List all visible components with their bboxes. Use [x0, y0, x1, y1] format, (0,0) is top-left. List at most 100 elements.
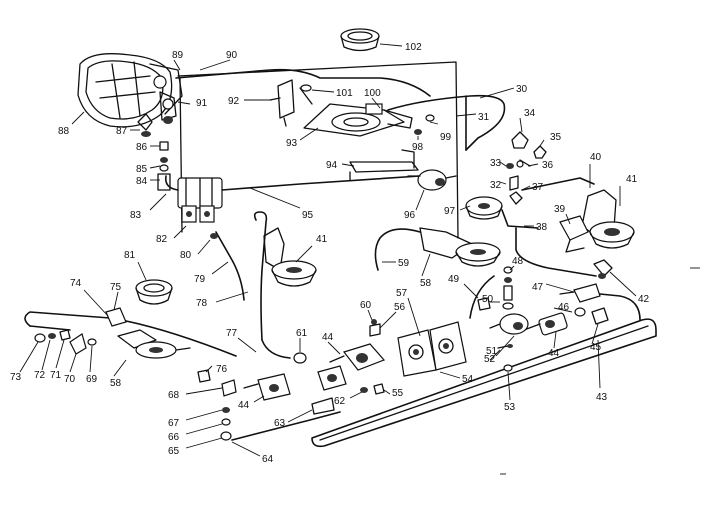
part-label: 56: [394, 302, 406, 313]
part-label: 53: [504, 402, 516, 413]
part-label: 86: [136, 142, 148, 153]
part-label: 32: [490, 180, 502, 191]
manifold-43: [311, 293, 657, 448]
fitting-99: [425, 114, 435, 122]
part-label: 49: [448, 274, 460, 285]
part-label: 37: [532, 182, 544, 193]
part-label: 77: [226, 328, 238, 339]
fitting-52: [497, 344, 513, 349]
fitting-60: [371, 319, 377, 325]
tube-95: [221, 175, 421, 191]
fitting-stack-84-86: [157, 141, 171, 191]
part-label: 98: [412, 142, 424, 153]
part-label: 72: [34, 370, 46, 381]
part-label: 50: [482, 294, 494, 305]
part-label: 78: [196, 298, 208, 309]
part-label: 97: [444, 206, 456, 217]
part-label: 75: [110, 282, 122, 293]
part-label: 94: [326, 160, 338, 171]
fitting-70: [69, 333, 87, 355]
part-label: 34: [524, 108, 536, 119]
fitting-101: [299, 84, 313, 105]
grate-88: [77, 53, 183, 128]
bracket-92: [269, 79, 295, 127]
tube-40: [515, 177, 597, 277]
part-label: 95: [302, 210, 314, 221]
part-label: 42: [638, 294, 650, 305]
part-label: 51: [486, 346, 498, 357]
fitting-36: [516, 159, 531, 168]
part-label: 44: [322, 332, 334, 343]
valve-44-center: [329, 343, 386, 371]
fitting-68: [221, 379, 237, 397]
tube-74: [24, 311, 237, 357]
fitting-55: [373, 383, 385, 395]
part-label: 61: [296, 328, 308, 339]
part-label: 54: [462, 374, 474, 385]
part-label: 59: [398, 258, 410, 269]
fitting-42: [593, 259, 613, 279]
fitting-65: [220, 431, 232, 441]
burner-cap-81: [135, 279, 173, 305]
fitting-66: [221, 418, 231, 426]
burner-41-right: [581, 189, 635, 249]
part-label: 100: [364, 88, 381, 99]
bracket-75: [105, 307, 127, 327]
fitting-91: [159, 91, 177, 124]
fitting-34: [511, 131, 529, 149]
part-label: 62: [334, 396, 346, 407]
part-label: 55: [392, 388, 404, 399]
tube-38: [501, 209, 539, 229]
burner-41-mid: [263, 227, 317, 287]
part-label: 71: [50, 370, 62, 381]
part-label: 99: [440, 132, 452, 143]
valve-47: [559, 283, 601, 303]
part-label: 39: [554, 204, 566, 215]
part-label: 68: [168, 390, 180, 401]
fitting-45: [591, 307, 609, 325]
fitting-46: [574, 307, 586, 317]
fitting-72: [48, 333, 56, 339]
part-label: 30: [516, 84, 528, 95]
fitting-98: [414, 129, 422, 135]
part-label: 41: [626, 174, 638, 185]
tube-59: [374, 228, 421, 271]
part-label: 57: [396, 288, 408, 299]
part-label: 92: [228, 96, 240, 107]
part-label: 44: [548, 348, 560, 359]
tube-90: [175, 68, 431, 97]
regulator-96: [407, 169, 457, 191]
burner-97: [465, 196, 503, 220]
part-label: 60: [360, 300, 372, 311]
fitting-50: [477, 297, 491, 311]
fitting-76: [197, 369, 211, 383]
part-label: 90: [226, 50, 238, 61]
fitting-71: [59, 329, 71, 341]
part-label: 48: [512, 256, 524, 267]
burner-cap-102: [340, 28, 380, 52]
part-labels: 102 89 90 88 91 92 101 100 30 87 86 85 8…: [10, 42, 650, 465]
part-label: 93: [286, 138, 298, 149]
tube-30: [387, 94, 506, 151]
bracket-94: [349, 149, 419, 181]
burner-58-mid: [419, 227, 501, 267]
valve-51: [489, 313, 529, 335]
stack-48: [502, 266, 514, 310]
part-label: 84: [136, 176, 148, 187]
fitting-32: [509, 175, 519, 191]
part-label: 45: [590, 342, 602, 353]
fitting-61: [293, 352, 307, 364]
part-label: 96: [404, 210, 416, 221]
part-label: 35: [550, 132, 562, 143]
part-label: 41: [316, 234, 328, 245]
part-label: 43: [596, 392, 608, 403]
fitting-56: [369, 323, 381, 337]
part-label: 89: [172, 50, 184, 61]
tube-79: [215, 231, 245, 301]
part-label: 102: [405, 42, 422, 53]
fitting-53: [503, 364, 513, 372]
part-label: 40: [590, 152, 602, 163]
margin-specks: [500, 267, 700, 475]
